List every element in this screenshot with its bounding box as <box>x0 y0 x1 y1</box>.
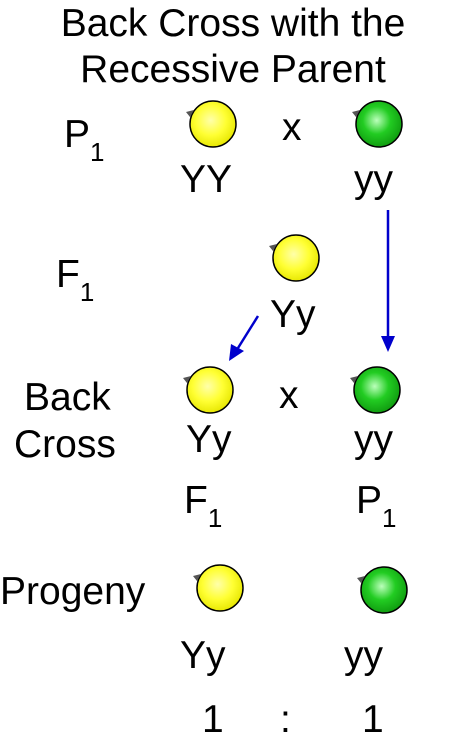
progeny-right-genotype: yy <box>344 634 383 677</box>
back-cross-left-genotype: Yy <box>186 418 232 461</box>
p1-green-pea-icon <box>352 100 403 148</box>
back-cross-right-genotype: yy <box>354 418 393 461</box>
f1-yellow-pea-icon <box>269 234 320 282</box>
ratio-left: 1 <box>202 698 224 741</box>
p1-cross-symbol: x <box>282 106 302 149</box>
p1-letter: P <box>64 113 91 156</box>
back-cross-p1-parent-label: P1 <box>356 479 396 531</box>
f1-to-backcross-arrow-icon <box>229 315 260 361</box>
p1-right-genotype: yy <box>354 158 393 201</box>
bc-p1-subscript: 1 <box>382 503 397 533</box>
p1-yellow-pea-icon <box>186 100 237 148</box>
back-cross-yellow-pea-icon <box>183 366 234 414</box>
back-cross-label-line2: Cross <box>14 423 116 466</box>
progeny-label: Progeny <box>0 570 146 613</box>
p1-to-backcross-arrow-icon <box>381 210 395 352</box>
progeny-left-genotype: Yy <box>180 634 226 677</box>
f1-letter: F <box>56 253 80 296</box>
diagram-title-line1: Back Cross with the <box>60 2 406 45</box>
p1-left-genotype: YY <box>180 158 233 201</box>
ratio-separator: : <box>280 698 291 741</box>
bc-f1-letter: F <box>184 479 208 522</box>
back-cross-green-pea-icon <box>350 366 401 414</box>
progeny-green-pea-icon <box>357 566 408 614</box>
p1-subscript: 1 <box>90 137 105 167</box>
f1-genotype: Yy <box>270 293 316 336</box>
diagram-title-line2: Recessive Parent <box>80 48 386 91</box>
bc-p1-letter: P <box>356 479 383 522</box>
f1-subscript: 1 <box>79 277 95 307</box>
back-cross-f1-parent-label: F1 <box>184 479 222 531</box>
back-cross-symbol: x <box>279 374 299 417</box>
back-cross-label-line1: Back <box>24 376 111 419</box>
f1-label: F1 <box>56 253 94 305</box>
progeny-yellow-pea-icon <box>193 564 244 612</box>
ratio-right: 1 <box>362 698 384 741</box>
p1-label: P1 <box>64 113 104 165</box>
bc-f1-subscript: 1 <box>207 503 223 533</box>
